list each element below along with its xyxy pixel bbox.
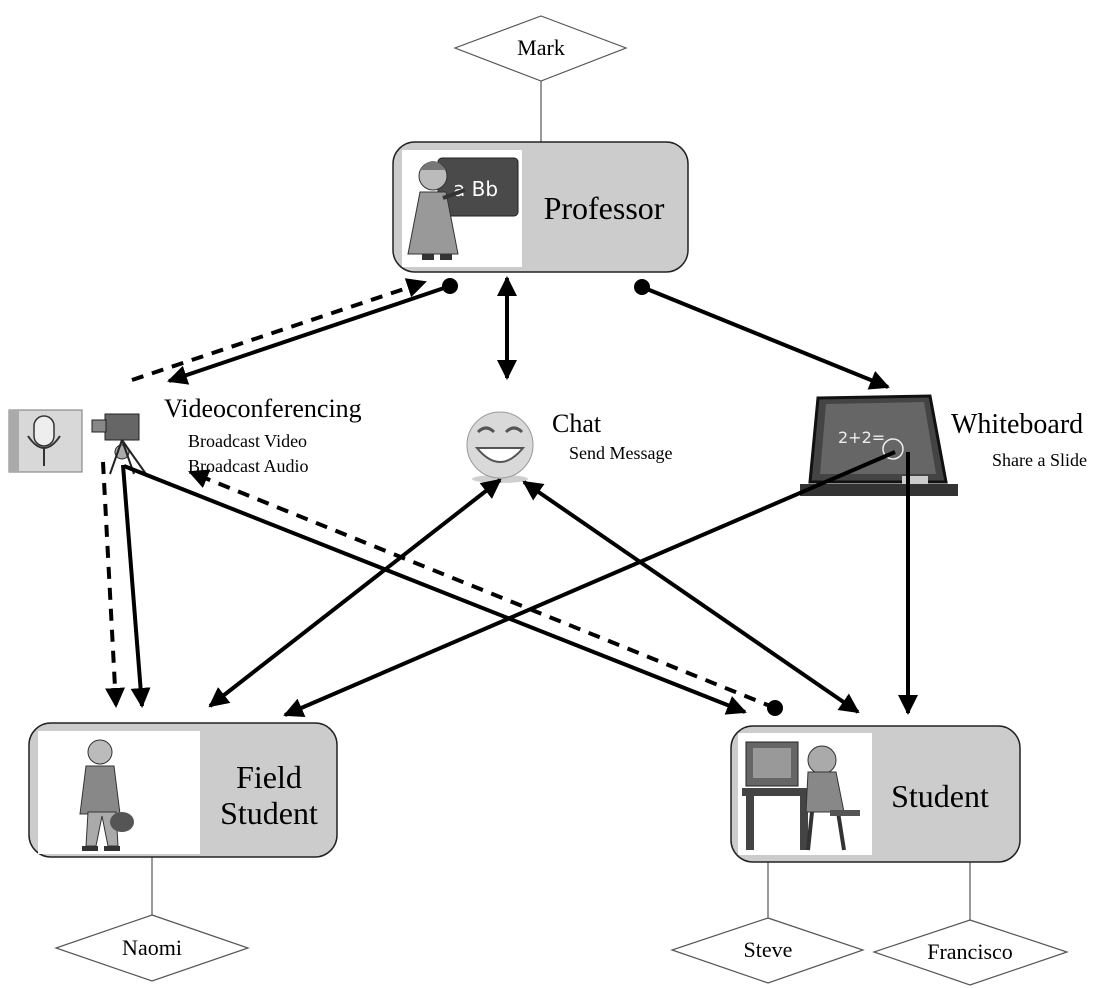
microphone-icon — [8, 409, 83, 473]
field-student-image-area — [38, 731, 200, 854]
tool-whiteboard-action-1: Share a Slide — [992, 450, 1087, 470]
mark-diamond — [453, 15, 628, 82]
student-at-computer-icon — [742, 741, 860, 851]
tool-videoconferencing-action-1: Broadcast Video — [188, 431, 308, 451]
role-professor: Professor — [543, 190, 665, 226]
tool-videoconferencing-action-2: Broadcast Audio — [188, 456, 309, 476]
arrow-whiteboard-fieldstudent — [283, 450, 896, 718]
tool-chat-title: Chat — [552, 409, 602, 438]
role-field-student-line1: Field — [236, 759, 302, 795]
person-naomi: Naomi — [122, 935, 182, 960]
role-student: Student — [891, 778, 989, 814]
svg-text:2+2=: 2+2= — [838, 428, 885, 447]
tool-chat-action-1: Send Message — [569, 443, 673, 463]
arrow-student-chat — [522, 480, 860, 714]
smiley-icon — [466, 411, 534, 483]
tool-whiteboard-title: Whiteboard — [951, 409, 1084, 440]
field-student-icon — [79, 739, 134, 851]
svg-text:a Bb: a Bb — [453, 177, 498, 201]
arrow-professor-whiteboard — [641, 285, 890, 390]
tool-videoconferencing-title: Videoconferencing — [164, 394, 362, 423]
arrow-fieldstudent-chat — [208, 478, 502, 708]
arrow-professor-video — [167, 284, 451, 385]
arrow-video-student — [123, 464, 747, 715]
arrow-video-professor-dashed — [131, 278, 427, 382]
steve-diamond — [670, 917, 865, 984]
arrow-student-video-dashed — [188, 469, 776, 710]
person-steve: Steve — [743, 937, 793, 962]
francisco-diamond — [872, 919, 1069, 986]
arrow-video-fieldstudent-dashed — [101, 461, 126, 708]
arrow-video-fieldstudent — [121, 464, 151, 708]
naomi-diamond — [54, 914, 250, 982]
person-mark: Mark — [517, 35, 565, 60]
role-field-student-line2: Student — [220, 795, 318, 831]
video-camera-icon — [91, 413, 147, 475]
role-field-student: Field Student — [220, 759, 318, 831]
teacher-icon: a Bb — [407, 157, 519, 260]
person-francisco: Francisco — [927, 939, 1013, 964]
